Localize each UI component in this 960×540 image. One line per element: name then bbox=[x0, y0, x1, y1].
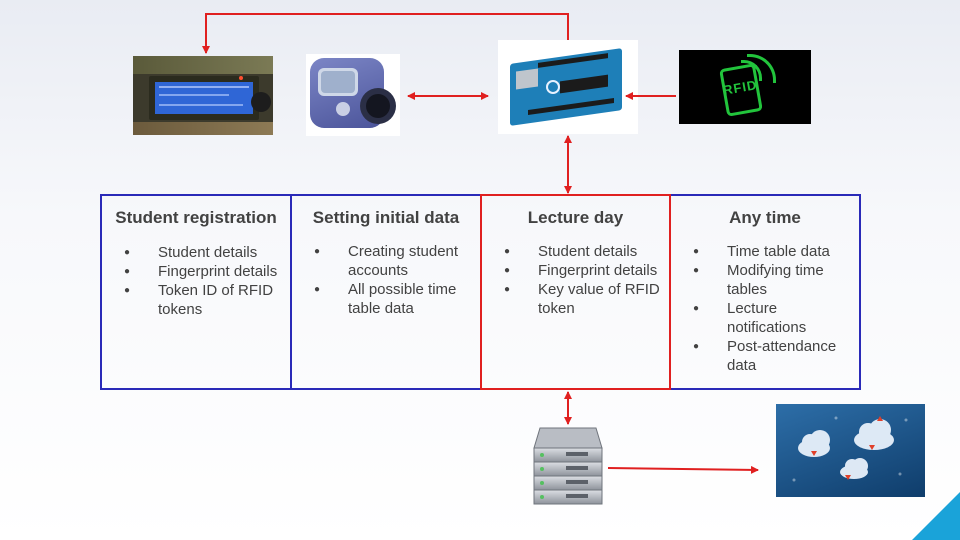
column-list: Student details Fingerprint details Toke… bbox=[102, 243, 290, 319]
list-item: Lecture notifications bbox=[671, 299, 859, 337]
column-student-registration: Student registration Student details Fin… bbox=[100, 194, 292, 390]
column-title: Any time bbox=[729, 208, 801, 227]
corner-accent bbox=[912, 492, 960, 540]
fingerprint-scanner-image bbox=[306, 54, 400, 136]
column-title: Student registration bbox=[115, 208, 277, 227]
list-item: Time table data bbox=[671, 242, 859, 261]
cloud-icon bbox=[792, 416, 908, 482]
column-list: Creating student accounts All possible t… bbox=[292, 242, 480, 318]
list-item: Student details bbox=[482, 242, 669, 261]
column-title: Lecture day bbox=[527, 208, 624, 227]
column-title: Setting initial data bbox=[312, 208, 460, 227]
column-setting-initial-data: Setting initial data Creating student ac… bbox=[290, 194, 482, 390]
list-item: Modifying time tables bbox=[671, 261, 859, 299]
lcd-display-image bbox=[133, 56, 273, 135]
list-item: Fingerprint details bbox=[102, 262, 290, 281]
list-item: All possible time table data bbox=[292, 280, 480, 318]
list-item: Post-attendance data bbox=[671, 337, 859, 375]
server-icon bbox=[533, 427, 603, 505]
list-item: Key value of RFID token bbox=[482, 280, 669, 318]
arduino-board-image bbox=[498, 40, 638, 134]
column-any-time: Any time Time table data Modifying time … bbox=[669, 194, 861, 390]
column-list: Student details Fingerprint details Key … bbox=[482, 242, 669, 318]
list-item: Token ID of RFID tokens bbox=[102, 281, 290, 319]
column-lecture-day: Lecture day Student details Fingerprint … bbox=[480, 194, 671, 390]
column-list: Time table data Modifying time tables Le… bbox=[671, 242, 859, 375]
rfid-token-image: RFID bbox=[679, 50, 811, 124]
cloud-storage-image bbox=[776, 404, 925, 497]
list-item: Creating student accounts bbox=[292, 242, 480, 280]
list-item: Fingerprint details bbox=[482, 261, 669, 280]
list-item: Student details bbox=[102, 243, 290, 262]
arrow-server-to-cloud bbox=[607, 465, 759, 474]
